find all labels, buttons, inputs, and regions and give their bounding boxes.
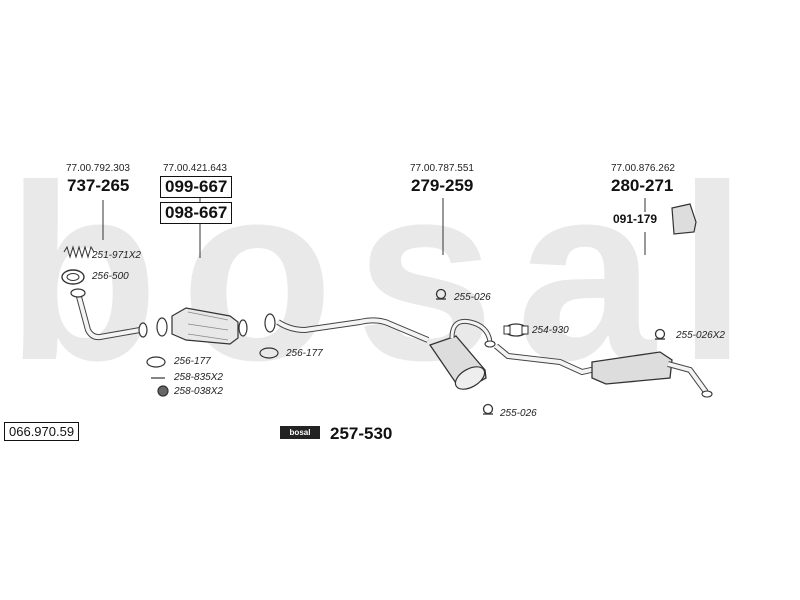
- hanger-icon-1: [435, 288, 447, 300]
- fitting-label: 255-026: [454, 292, 491, 303]
- gasket-icon-2: [259, 347, 279, 359]
- fitting-label: 256-177: [174, 356, 211, 367]
- part-number: 091-179: [613, 212, 658, 226]
- nut-icon: [157, 385, 169, 397]
- part-number: 280-271: [611, 176, 674, 195]
- rear-silencer: [591, 351, 673, 385]
- ref-number: 77.00.876.262: [611, 163, 675, 174]
- clamp-icon: [503, 323, 529, 337]
- fitting-label: 251-971X2: [92, 250, 141, 261]
- fitting-label: 258-835X2: [174, 372, 223, 383]
- fitting-label: 255-026: [500, 408, 537, 419]
- fitting-label: 256-500: [92, 271, 129, 282]
- ref-number: 77.00.787.551: [410, 163, 474, 174]
- catalytic-converter: [171, 307, 239, 345]
- brand-watermark: bosal: [6, 133, 769, 412]
- part-number: 737-265: [67, 176, 130, 195]
- fitting-label: 255-026X2: [676, 330, 725, 341]
- hanger-icon-2: [654, 328, 666, 340]
- brand-badge: bosal: [280, 426, 320, 439]
- part-number-boxed: 098-667: [160, 202, 233, 224]
- diagram-code: 066.970.59: [4, 422, 80, 441]
- fitting-label: 256-177: [286, 348, 323, 359]
- part-number-boxed: 099-667: [160, 176, 233, 198]
- mounting-bracket: [671, 203, 697, 235]
- kit-part-number: 257-530: [330, 424, 393, 443]
- ring-gasket-icon: [61, 269, 85, 285]
- part-number: 279-259: [411, 176, 474, 195]
- fitting-label: 254-930: [532, 325, 569, 336]
- ref-number: 77.00.421.643: [163, 163, 227, 174]
- gasket-icon: [146, 356, 166, 368]
- spring-icon: [63, 245, 95, 259]
- fitting-label: 258-038X2: [174, 386, 223, 397]
- hanger-icon-3: [482, 403, 494, 415]
- ref-number: 77.00.792.303: [66, 163, 130, 174]
- flange-gasket: [156, 317, 168, 337]
